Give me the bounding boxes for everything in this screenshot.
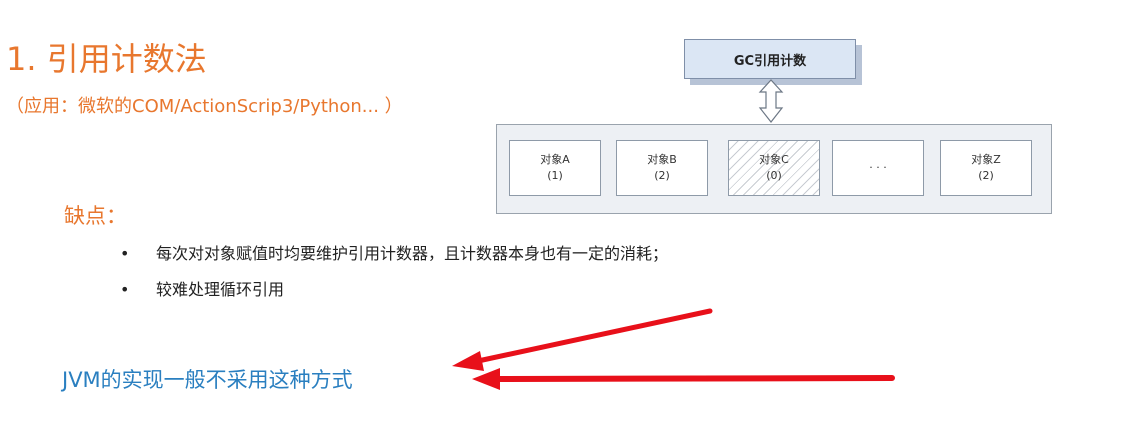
drawbacks-list: • 每次对对象赋值时均要维护引用计数器，且计数器本身也有一定的消耗； • 较难处… [120, 244, 668, 316]
bullet-text: 较难处理循环引用 [156, 280, 285, 299]
object-count: (1) [547, 169, 563, 182]
slide-subtitle: （应用：微软的COM/ActionScrip3/Python... ） [6, 96, 403, 117]
drawbacks-label: 缺点： [64, 204, 127, 228]
list-item: • 每次对对象赋值时均要维护引用计数器，且计数器本身也有一定的消耗； [120, 244, 668, 264]
double-arrow-vertical-icon [758, 79, 784, 123]
object-name: 对象C [759, 153, 789, 166]
object-name: 对象A [540, 153, 570, 166]
object-box: 对象A (1) [509, 140, 601, 196]
bullet-icon: • [120, 280, 130, 299]
red-arrow-icon [452, 308, 713, 371]
object-count: (2) [978, 169, 994, 182]
red-arrow-icon [472, 368, 895, 390]
object-box: 对象B (2) [616, 140, 708, 196]
gc-reference-count-box: GC引用计数 [684, 39, 856, 79]
object-name: 对象Z [971, 153, 1001, 166]
object-count: (0) [766, 169, 782, 182]
conclusion-text: JVM的实现一般不采用这种方式 [62, 368, 353, 392]
list-item: • 较难处理循环引用 [120, 280, 668, 300]
object-name: 对象B [647, 153, 677, 166]
gc-box-label: GC引用计数 [733, 53, 807, 69]
bullet-text: 每次对对象赋值时均要维护引用计数器，且计数器本身也有一定的消耗； [156, 244, 669, 263]
object-box: 对象Z (2) [940, 140, 1032, 196]
slide-title: 1. 引用计数法 [6, 40, 207, 78]
object-box-unreferenced: 对象C (0) [728, 140, 820, 196]
object-count: (2) [654, 169, 670, 182]
bullet-icon: • [120, 244, 130, 263]
object-box-ellipsis: · · · [832, 140, 924, 196]
ellipsis-text: · · · [869, 161, 887, 174]
